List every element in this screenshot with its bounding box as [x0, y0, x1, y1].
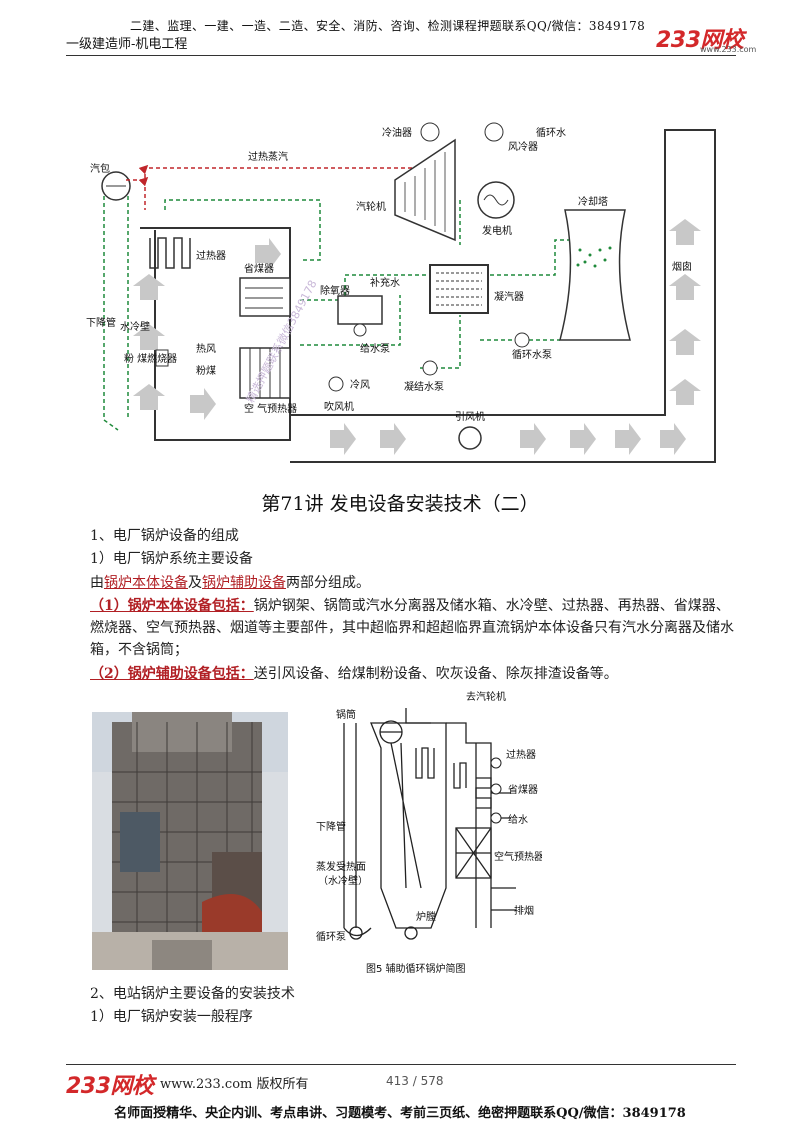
body-equipment-heading: （1）锅炉本体设备包括： — [90, 598, 254, 614]
body-equipment-paragraph: （1）锅炉本体设备包括：锅炉钢架、锅筒或汽水分离器及储水箱、水冷壁、过热器、再热… — [90, 595, 740, 661]
d2-evap-surface: 蒸发受热面 — [316, 860, 366, 873]
label-induced-fan: 引风机 — [455, 410, 485, 423]
label-cold-air: 冷风 — [350, 378, 370, 391]
d2-drum: 锅筒 — [336, 708, 356, 721]
label-drum: 汽包 — [90, 162, 110, 175]
label-turbine: 汽轮机 — [356, 200, 386, 213]
label-circ-pump: 循环水泵 — [512, 348, 552, 361]
label-air-cooler: 风冷器 — [508, 140, 538, 153]
label-superheated-steam: 过热蒸汽 — [248, 150, 288, 163]
label-chimney: 烟囱 — [672, 260, 692, 273]
label-hot-air: 热风 — [196, 342, 216, 355]
label-pulverized-coal: 粉煤 — [196, 364, 216, 377]
label-cooling-tower: 冷却塔 — [578, 195, 608, 208]
d2-to-turbine: 去汽轮机 — [466, 690, 506, 703]
subsection-heading-2: 1）电厂锅炉安装一般程序 — [90, 1009, 253, 1025]
label-water-wall: 水冷壁 — [120, 320, 150, 333]
composition-paragraph: 由锅炉本体设备及锅炉辅助设备两部分组成。 — [90, 572, 370, 594]
d2-downcomer: 下降管 — [316, 820, 346, 833]
power-plant-diagram: 汽包 过热蒸汽 冷油器 循环水 风冷器 汽轮机 发电机 冷却塔 过热器 省煤器 … — [86, 122, 716, 463]
label-feed-pump: 给水泵 — [360, 342, 390, 355]
d2-air-preheater: 空气预热器 — [494, 850, 542, 863]
aux-equipment-text: 送引风设备、给煤制粉设备、吹灰设备、除灰排渣设备等。 — [253, 666, 618, 682]
site-logo-url: www.233.com — [700, 45, 757, 54]
d2-exhaust: 排烟 — [514, 904, 534, 917]
d2-water-wall: （水冷壁） — [318, 874, 368, 887]
page-title: 第71讲 发电设备安装技术（二） — [261, 493, 539, 515]
label-burner: 粉 煤燃烧器 — [124, 352, 177, 365]
text-mid: 及 — [188, 575, 202, 591]
label-generator: 发电机 — [482, 224, 512, 237]
d2-economizer: 省煤器 — [508, 783, 538, 796]
aux-equipment-heading: （2）锅炉辅助设备包括： — [90, 666, 254, 682]
d2-superheater: 过热器 — [506, 748, 536, 761]
footer-promo: 名师面授精华、央企内训、考点串讲、习题模考、考前三页纸、绝密押题联系QQ/微信：… — [114, 1106, 686, 1121]
aux-equipment-paragraph: （2）锅炉辅助设备包括：送引风设备、给煤制粉设备、吹灰设备、除灰排渣设备等。 — [90, 663, 740, 685]
section-heading-2: 2、电站锅炉主要设备的安装技术 — [90, 986, 295, 1002]
label-blower: 吹风机 — [324, 400, 354, 413]
d2-feed-water: 给水 — [508, 813, 528, 826]
label-circ-water: 循环水 — [536, 126, 566, 139]
header-divider — [66, 55, 736, 56]
d2-caption: 图5 辅助循环锅炉简图 — [366, 962, 466, 975]
text-suffix: 两部分组成。 — [286, 575, 370, 591]
text-prefix: 由 — [90, 575, 104, 591]
subsection-heading-1: 1）电厂锅炉系统主要设备 — [90, 551, 253, 567]
link-boiler-aux[interactable]: 锅炉辅助设备 — [202, 575, 286, 591]
label-downcomer: 下降管 — [86, 316, 116, 329]
label-economizer: 省煤器 — [244, 262, 274, 275]
label-oil-cooler: 冷油器 — [382, 126, 412, 139]
label-superheater: 过热器 — [196, 249, 226, 262]
footer-divider — [66, 1064, 736, 1065]
header-promo: 二建、监理、一建、一造、二造、安全、消防、咨询、检测课程押题联系QQ/微信：38… — [130, 19, 646, 33]
site-logo[interactable]: 233网校 — [656, 28, 744, 53]
footer-website: www.233.com 版权所有 — [160, 1077, 309, 1092]
page-number: 413 / 578 — [386, 1074, 444, 1088]
boiler-construction-photo — [92, 712, 288, 970]
link-boiler-body[interactable]: 锅炉本体设备 — [104, 575, 188, 591]
d2-circ-pump: 循环泵 — [316, 930, 346, 943]
label-condensate-pump: 凝结水泵 — [404, 380, 444, 393]
footer-logo[interactable]: 233网校 — [66, 1074, 154, 1099]
label-air-preheater: 空 气预热器 — [244, 402, 297, 415]
label-condenser: 凝汽器 — [494, 290, 524, 303]
d2-furnace: 炉膛 — [416, 910, 436, 923]
body-equipment-text: 锅炉钢架、锅筒或汽水分离器及储水箱、水冷壁、过热器、再热器、省煤器、燃烧器、空气… — [90, 598, 734, 658]
header-subject: 一级建造师-机电工程 — [66, 37, 188, 52]
label-makeup-water: 补充水 — [370, 276, 400, 289]
section-heading-1: 1、电厂锅炉设备的组成 — [90, 528, 239, 544]
label-deaerator: 除氧器 — [320, 284, 350, 297]
assisted-circulation-boiler-diagram: 去汽轮机 锅筒 过热器 省煤器 下降管 给水 蒸发受热面 （水冷壁） 空气预热器… — [316, 690, 542, 975]
